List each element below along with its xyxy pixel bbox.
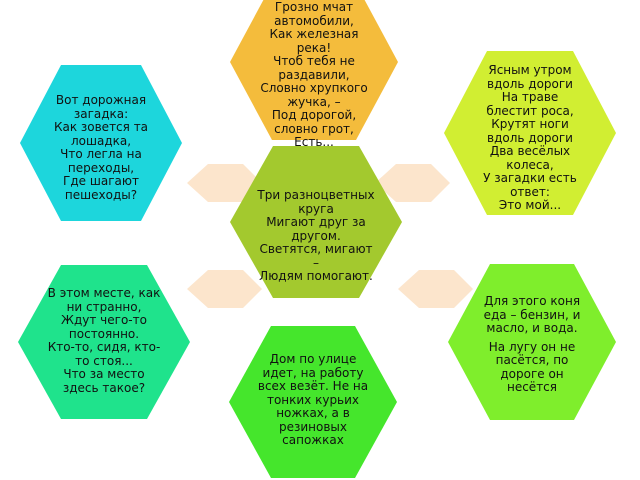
text-line: идет, на работу xyxy=(262,365,364,380)
text-line: Чтоб тебя не xyxy=(273,54,355,68)
text-line: Для этого коня xyxy=(483,294,581,308)
text-line: – xyxy=(313,255,319,270)
text-line: Крутят ноги xyxy=(491,117,569,131)
text-line: еда – бензин, и xyxy=(483,307,581,322)
text-line: здесь такое? xyxy=(62,380,146,395)
text-line: На траве xyxy=(501,90,559,104)
text-line: блестит роса, xyxy=(486,103,574,118)
text-line: то стоя... xyxy=(75,353,133,368)
text-line: Три разноцветных xyxy=(257,188,375,202)
connector-hex-lower-left xyxy=(187,270,262,308)
text-line: ножках, а в xyxy=(276,406,350,420)
hex-cars-riddle xyxy=(230,0,398,140)
text-line: В этом месте, как xyxy=(47,286,161,300)
hex-bus-stop-riddle xyxy=(18,265,190,419)
text-line: Как зовется та xyxy=(53,120,149,134)
text-line: пешеходы? xyxy=(64,187,138,202)
text-line: Вот дорожная xyxy=(55,93,147,107)
text-line: Это мой... xyxy=(498,198,562,212)
text-line: раздавили, xyxy=(278,67,350,82)
text-line: пасётся, по xyxy=(495,353,569,367)
text-line: тонких курьих xyxy=(266,392,360,407)
text-line: Людям помогают. xyxy=(259,269,373,283)
text-line: словно грот, xyxy=(274,121,354,136)
hex-zebra-riddle xyxy=(20,65,182,221)
hex-dew-riddle xyxy=(444,51,616,215)
text-line: Мигают друг за xyxy=(266,215,366,229)
connector-hex-upper-right xyxy=(375,164,450,202)
text-line: другом. xyxy=(291,228,341,243)
text-line: У загадки есть xyxy=(483,171,577,185)
text-line: Есть... xyxy=(294,135,334,149)
text-line: ни странно, xyxy=(66,299,142,314)
text-line: Что за место xyxy=(63,367,145,381)
text-line: круга xyxy=(298,201,334,216)
hex-traffic-light-riddle xyxy=(230,146,402,298)
text-line: вдоль дороги xyxy=(487,76,573,91)
text-line: дороге он xyxy=(500,366,564,381)
text-line: несётся xyxy=(506,380,557,394)
text-line: автомобили, xyxy=(274,13,354,28)
text-line: резиновых xyxy=(278,419,347,434)
text-line: На лугу он не xyxy=(488,339,576,354)
text-line: постоянно. xyxy=(68,326,140,341)
connector-hex-lower-right xyxy=(398,270,473,308)
text-line: всех везёт. Не на xyxy=(257,379,369,393)
text-line: Что легла на xyxy=(60,147,142,161)
connector-hex-upper-left xyxy=(187,164,262,202)
text-line: Светятся, мигают xyxy=(259,242,373,256)
text-line: сапожках xyxy=(282,433,344,447)
text-line: масло, и вода. xyxy=(486,321,578,335)
text-line: жучка, – xyxy=(287,94,341,109)
hex-car-riddle xyxy=(448,264,616,420)
text-line: вдоль дороги xyxy=(487,130,573,145)
text-line: река! xyxy=(296,40,332,55)
text-line: Ждут чего-то xyxy=(61,313,147,327)
text-line: лошадка, xyxy=(70,133,132,148)
text-line: ответ: xyxy=(510,184,550,199)
text-line: Два весёлых xyxy=(489,144,571,158)
hex-bus-riddle xyxy=(229,326,397,478)
text-line: Дом по улице xyxy=(269,352,357,366)
text-line: Ясным утром xyxy=(488,63,572,77)
text-line: Под дорогой, xyxy=(271,108,357,122)
text-line: колеса, xyxy=(506,157,554,172)
text-line: Словно хрупкого xyxy=(260,81,368,95)
text-line: Как железная xyxy=(269,27,359,41)
text-line: Грозно мчат xyxy=(274,0,354,14)
text-line: переходы, xyxy=(67,160,135,175)
text-line: загадка: xyxy=(73,106,129,121)
text-line: Кто-то, сидя, кто- xyxy=(47,340,161,354)
text-line: Где шагают xyxy=(63,174,139,188)
